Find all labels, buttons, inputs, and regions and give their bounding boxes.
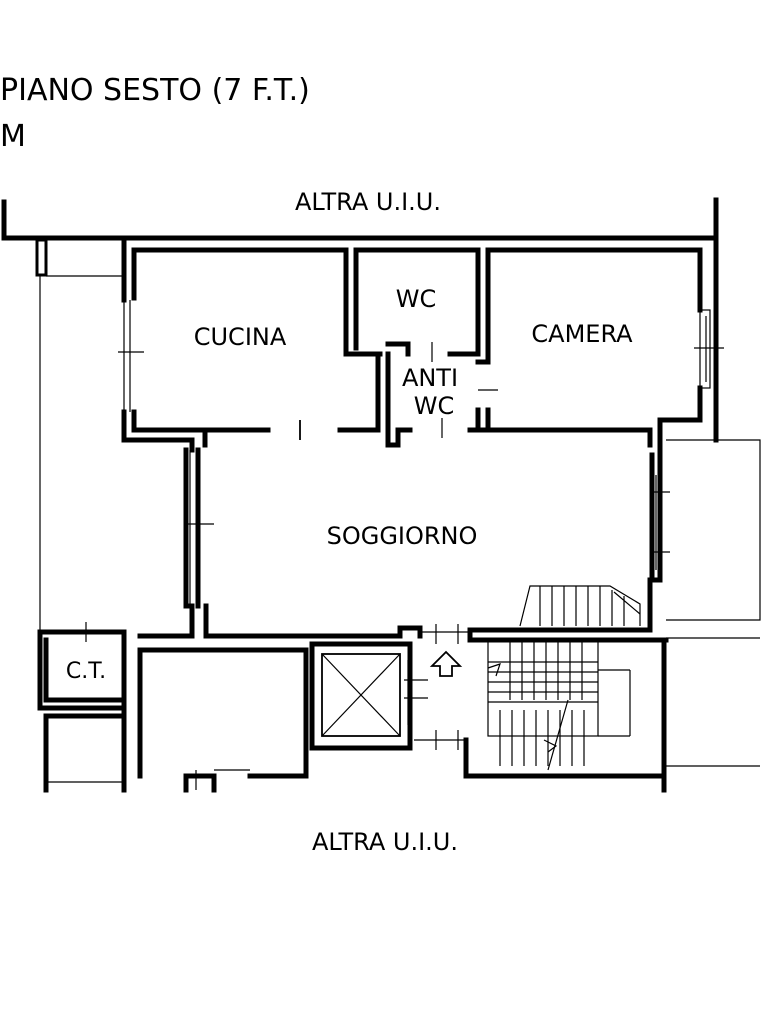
stairs bbox=[487, 585, 641, 771]
room-label-cucina: CUCINA bbox=[194, 323, 287, 351]
thin-lines bbox=[46, 300, 761, 790]
room-label-camera: CAMERA bbox=[531, 320, 633, 348]
bottom-neighbor-label: ALTRA U.I.U. bbox=[312, 828, 458, 856]
top-neighbor-label: ALTRA U.I.U. bbox=[295, 188, 441, 216]
room-label-anti-wc: WC bbox=[414, 392, 455, 420]
plan-subtitle: M bbox=[0, 119, 26, 154]
elevator bbox=[321, 653, 401, 737]
room-label-ct: C.T. bbox=[66, 659, 106, 684]
room-label-anti: ANTI bbox=[402, 364, 458, 392]
apartment-walls bbox=[37, 237, 703, 793]
entrance-arrow-icon bbox=[429, 650, 463, 677]
room-label-soggiorno: SOGGIORNO bbox=[327, 522, 478, 550]
room-label-wc: WC bbox=[396, 285, 437, 313]
outer-walls bbox=[1, 197, 719, 632]
plan-title: PIANO SESTO (7 F.T.) bbox=[0, 73, 310, 108]
